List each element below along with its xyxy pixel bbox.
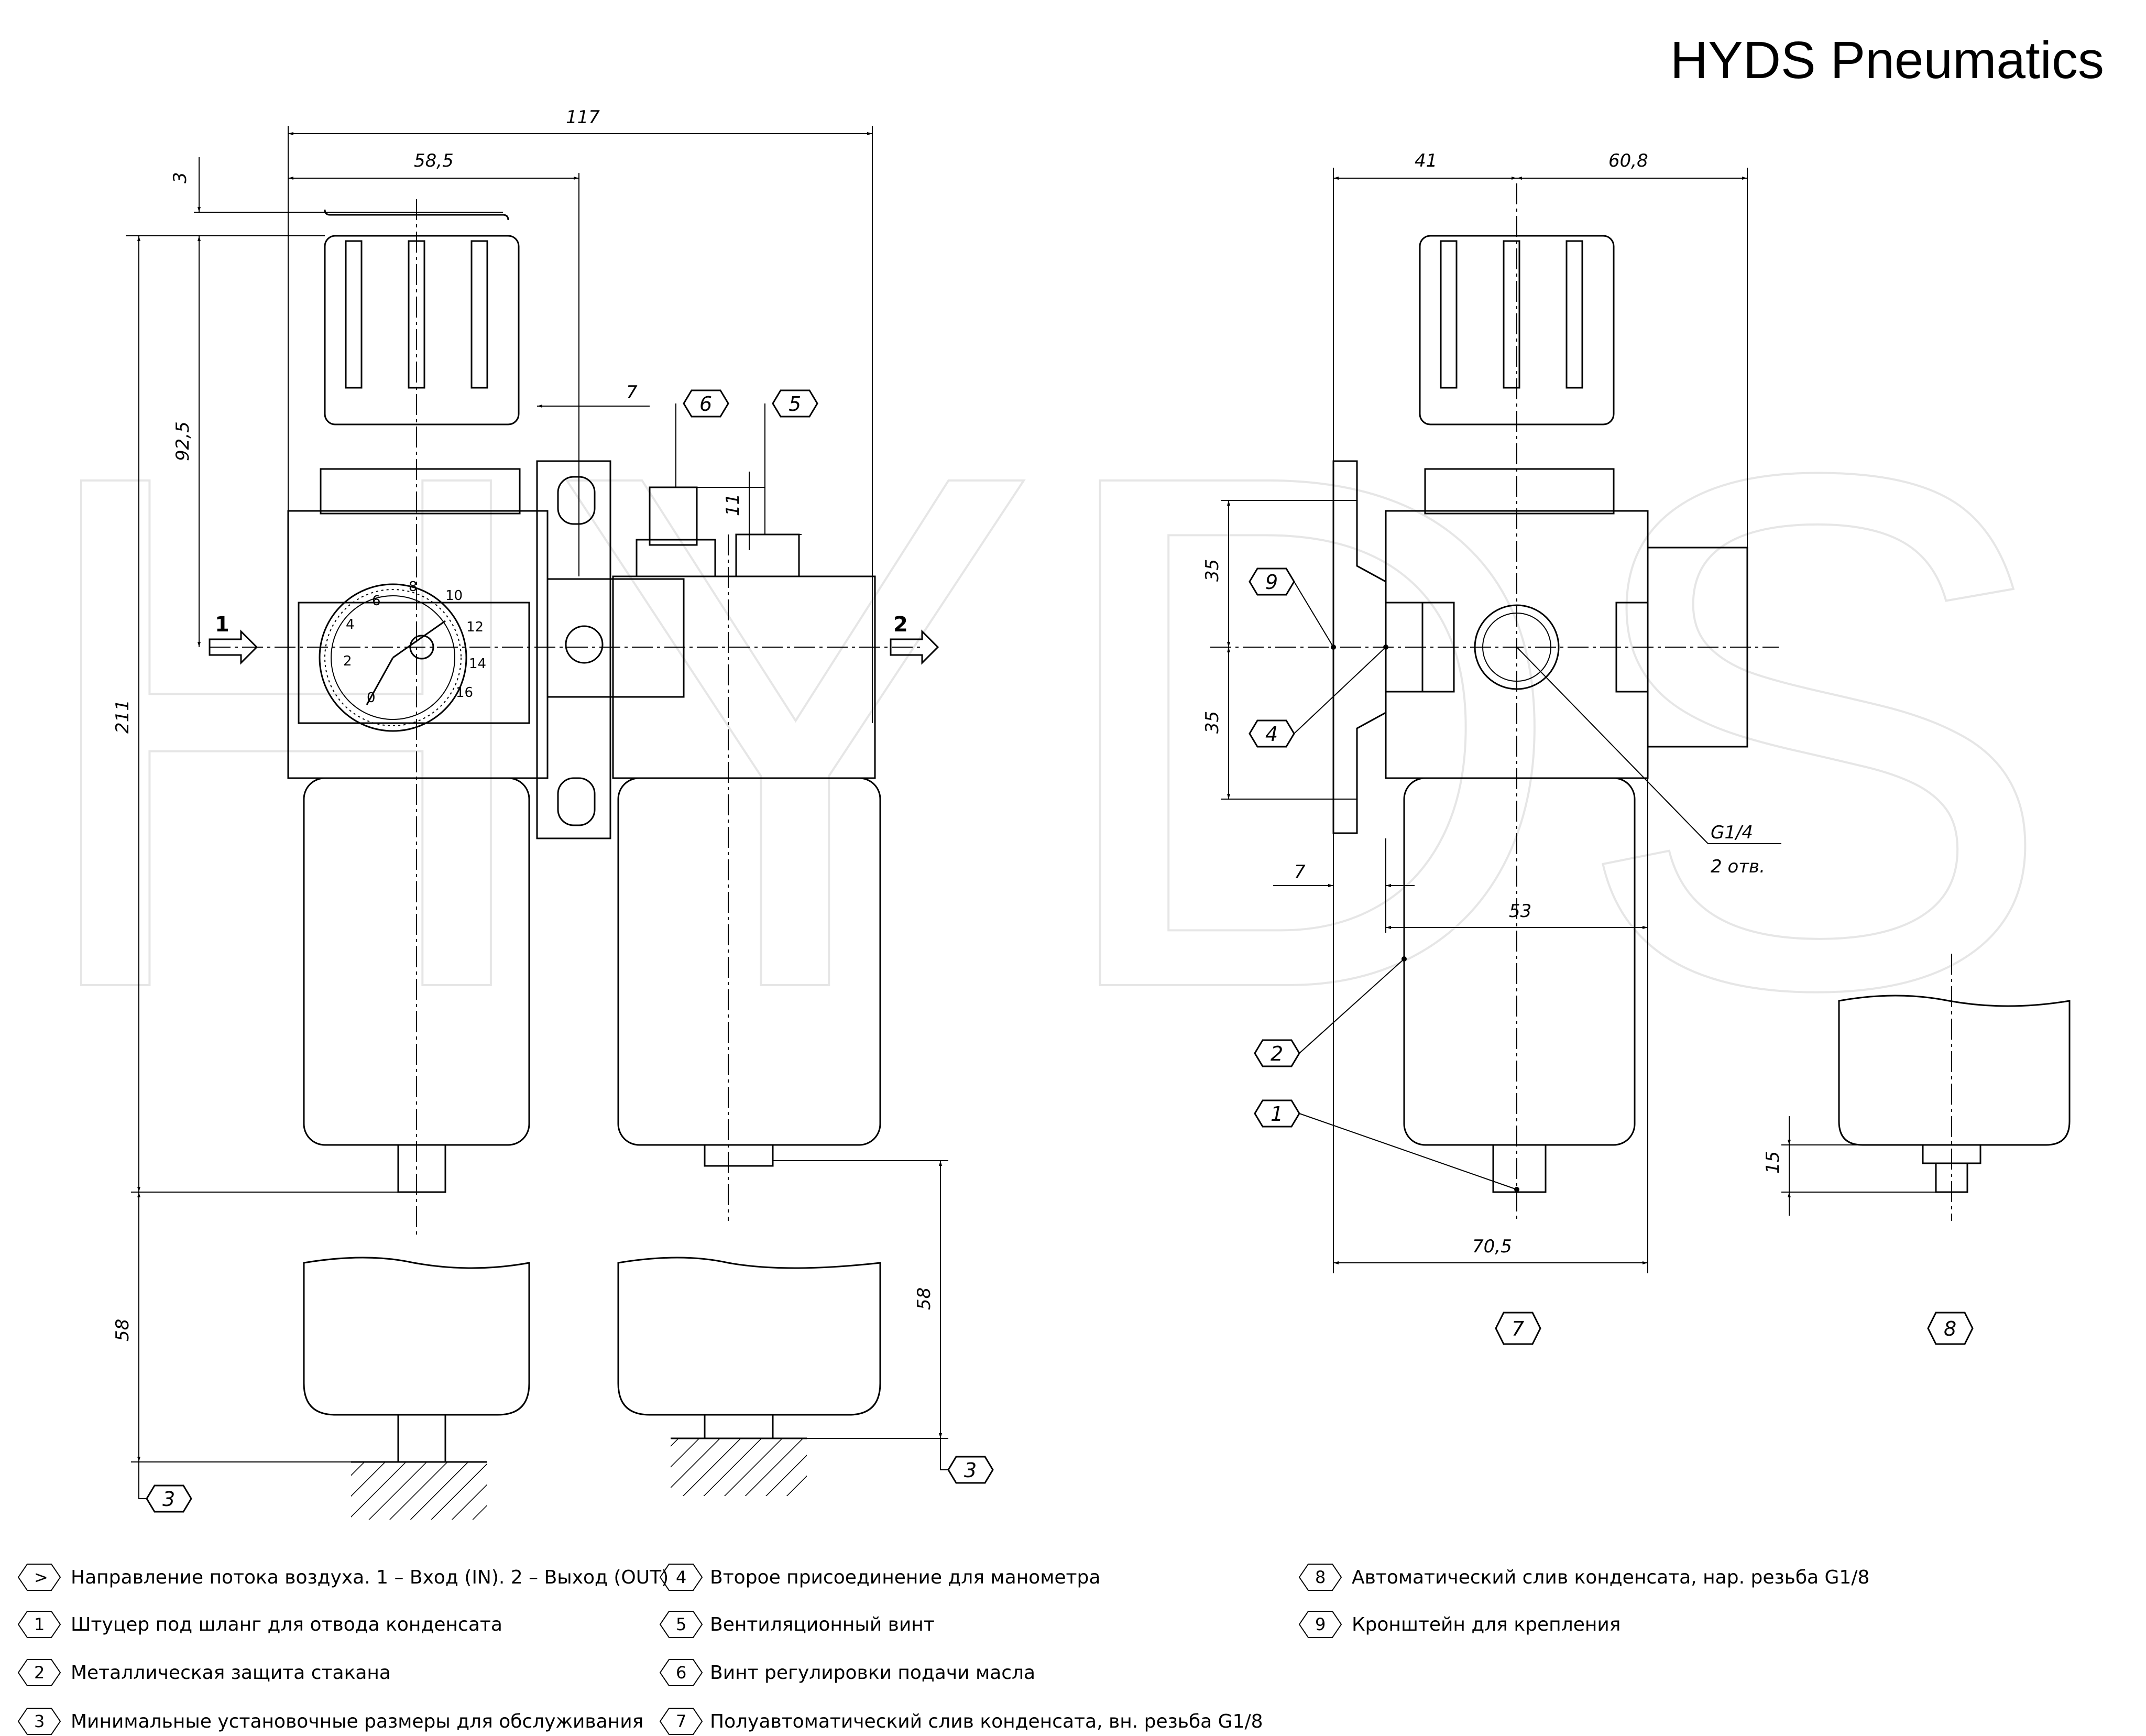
balloon-9: 9 <box>1249 567 1336 650</box>
dim-35-upper: 35 <box>1202 559 1223 582</box>
svg-text:3: 3 <box>964 1459 977 1482</box>
balloon-1: 1 <box>1254 1099 1519 1192</box>
balloon-4: 4 <box>1249 645 1388 748</box>
svg-text:8: 8 <box>1315 1567 1326 1587</box>
gauge-tick-label: 16 <box>456 685 473 701</box>
svg-text:5: 5 <box>676 1614 686 1634</box>
legend-item-1: 1 Штуцер под шланг для отвода конденсата <box>17 1611 502 1638</box>
svg-text:9: 9 <box>1265 571 1278 594</box>
svg-text:>: > <box>34 1567 48 1587</box>
flow-in-label: 1 <box>215 613 229 637</box>
gauge-tick-label: 14 <box>469 656 486 672</box>
svg-text:Автоматический слив конденсата: Автоматический слив конденсата, нар. рез… <box>1352 1567 1869 1588</box>
legend-item-4: 4 Второе присоединение для манометра <box>659 1564 1100 1591</box>
flow-in-arrow <box>209 629 258 665</box>
svg-text:Второе присоединение для маном: Второе присоединение для манометра <box>710 1567 1100 1588</box>
gauge-tick-label: 12 <box>466 619 484 635</box>
gauge-tick-label: 4 <box>346 617 355 632</box>
flow-out-arrow <box>890 629 939 665</box>
dim-70-5: 70,5 <box>1472 1236 1512 1257</box>
oil-adjust-screw <box>649 486 698 546</box>
gauge-tick-label: 0 <box>367 690 376 706</box>
view-label-8: 8 <box>1927 1312 1974 1345</box>
balloon-6: 6 <box>683 389 729 418</box>
svg-text:2: 2 <box>34 1663 45 1683</box>
svg-text:Винт регулировки подачи масла: Винт регулировки подачи масла <box>710 1662 1035 1684</box>
dim-3: 3 <box>170 172 191 183</box>
legend-item-6: 6 Винт регулировки подачи масла <box>659 1659 1035 1686</box>
svg-text:Вентиляционный винт: Вентиляционный винт <box>710 1614 935 1635</box>
dim-117: 117 <box>566 107 600 128</box>
svg-text:1: 1 <box>34 1614 45 1634</box>
gauge-tick-label: 8 <box>409 579 418 595</box>
balloon-3-right: 3 <box>940 1438 994 1484</box>
svg-text:6: 6 <box>676 1663 686 1683</box>
dim-211: 211 <box>112 700 133 734</box>
svg-text:3: 3 <box>162 1488 175 1511</box>
svg-text:Минимальные установочные разме: Минимальные установочные размеры для обс… <box>71 1711 643 1732</box>
flow-out-label: 2 <box>893 613 908 637</box>
svg-text:7: 7 <box>676 1711 686 1731</box>
svg-text:5: 5 <box>789 392 801 416</box>
balloon-5: 5 <box>772 389 818 418</box>
dim-60-8: 60,8 <box>1608 150 1648 171</box>
dim-35-lower: 35 <box>1202 711 1223 734</box>
watermark: HYDS <box>21 321 2059 1141</box>
dim-7: 7 <box>626 382 638 403</box>
svg-text:4: 4 <box>1265 723 1278 746</box>
side-bracket <box>1332 460 1387 834</box>
mounting-bracket <box>536 460 611 839</box>
svg-text:3: 3 <box>34 1711 45 1731</box>
legend-item-flow: > Направление потока воздуха. 1 – Вход (… <box>17 1564 669 1591</box>
svg-text:9: 9 <box>1315 1614 1326 1634</box>
view-label-7: 7 <box>1495 1312 1541 1345</box>
front-view: 0 2 4 6 8 10 12 14 16 1 <box>112 107 994 1520</box>
balloon-2: 2 <box>1254 956 1407 1067</box>
dim-58-right: 58 <box>914 1287 935 1310</box>
thread-count: 2 отв. <box>1711 856 1765 877</box>
gauge-tick-label: 6 <box>372 593 381 609</box>
svg-text:4: 4 <box>676 1567 686 1587</box>
legend-item-7: 7 Полуавтоматический слив конденсата, вн… <box>659 1708 1263 1735</box>
service-clearance-right <box>617 1257 881 1496</box>
connection-block <box>546 578 685 698</box>
legend-item-3: 3 Минимальные установочные размеры для о… <box>17 1708 643 1735</box>
svg-text:6: 6 <box>699 392 712 416</box>
dim-11: 11 <box>722 494 743 516</box>
legend-item-9: 9 Кронштейн для крепления <box>1298 1611 1621 1638</box>
dim-58-5: 58,5 <box>414 150 454 171</box>
dim-92-5: 92,5 <box>172 421 193 461</box>
legend-item-5: 5 Вентиляционный винт <box>659 1611 935 1638</box>
gauge-tick-label: 10 <box>445 588 463 604</box>
svg-text:Полуавтоматический слив конден: Полуавтоматический слив конденсата, вн. … <box>710 1711 1263 1732</box>
dim-41: 41 <box>1415 150 1437 171</box>
thread-label: G1/4 <box>1711 822 1753 843</box>
svg-text:Штуцер под шланг для отвода ко: Штуцер под шланг для отвода конденсата <box>71 1614 502 1635</box>
svg-text:Металлическая защита стакана: Металлическая защита стакана <box>71 1662 391 1684</box>
gauge-tick-label: 2 <box>343 653 352 669</box>
svg-text:1: 1 <box>1271 1102 1283 1126</box>
dim-58-left: 58 <box>112 1319 133 1341</box>
dim-bracket-7: 7 <box>1294 861 1306 882</box>
legend: > Направление потока воздуха. 1 – Вход (… <box>17 1564 1869 1735</box>
svg-text:2: 2 <box>1271 1042 1283 1065</box>
drain-fitting <box>397 1144 446 1193</box>
svg-text:8: 8 <box>1944 1317 1956 1340</box>
detail-view-8: 15 8 <box>1762 954 2071 1345</box>
side-view: 41 60,8 35 35 7 53 70,5 G1/4 2 отв. 9 <box>1202 150 1781 1345</box>
svg-text:Кронштейн для крепления: Кронштейн для крепления <box>1352 1614 1621 1635</box>
legend-item-2: 2 Металлическая защита стакана <box>17 1659 391 1686</box>
dim-15: 15 <box>1762 1151 1783 1174</box>
balloon-3-left: 3 <box>138 1462 192 1513</box>
pressure-gauge: 0 2 4 6 8 10 12 14 16 <box>298 579 530 732</box>
svg-text:Направление потока воздуха. 1: Направление потока воздуха. 1 – Вход (IN… <box>71 1567 669 1588</box>
brand-title: HYDS Pneumatics <box>1670 31 2104 90</box>
legend-item-8: 8 Автоматический слив конденсата, нар. р… <box>1298 1564 1869 1591</box>
service-clearance-left <box>303 1257 530 1520</box>
dim-53: 53 <box>1509 901 1531 922</box>
svg-text:7: 7 <box>1512 1317 1524 1340</box>
